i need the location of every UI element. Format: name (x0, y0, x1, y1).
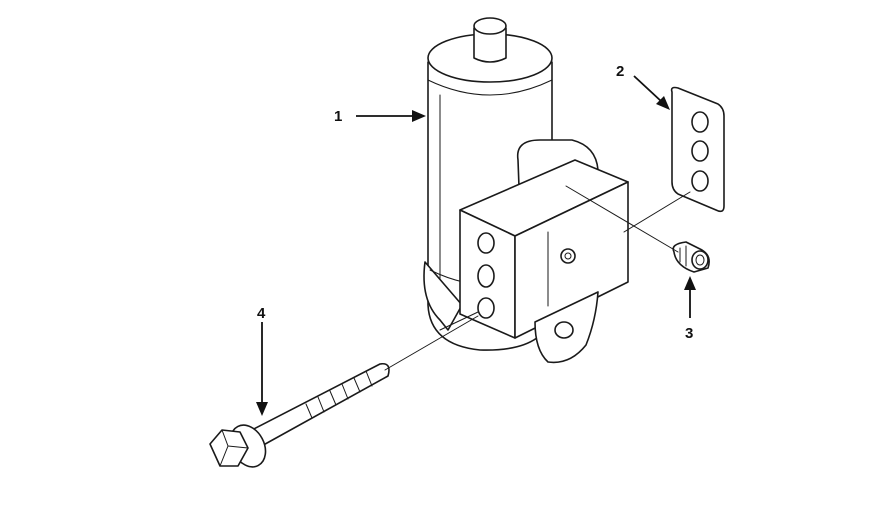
bushing (672, 241, 710, 273)
callout-3-label: 3 (685, 325, 693, 342)
bolt (209, 362, 390, 468)
gasket-plate (670, 86, 725, 213)
callout-1-label: 1 (334, 108, 342, 125)
callout-2-label: 2 (616, 63, 624, 80)
callout-4: 4 (256, 305, 268, 416)
alignment-lines (384, 185, 691, 371)
callout-4-label: 4 (257, 305, 266, 322)
callout-3: 3 (684, 276, 696, 342)
mounting-block (459, 139, 629, 364)
callout-2: 2 (616, 63, 670, 110)
callout-1: 1 (334, 108, 426, 125)
